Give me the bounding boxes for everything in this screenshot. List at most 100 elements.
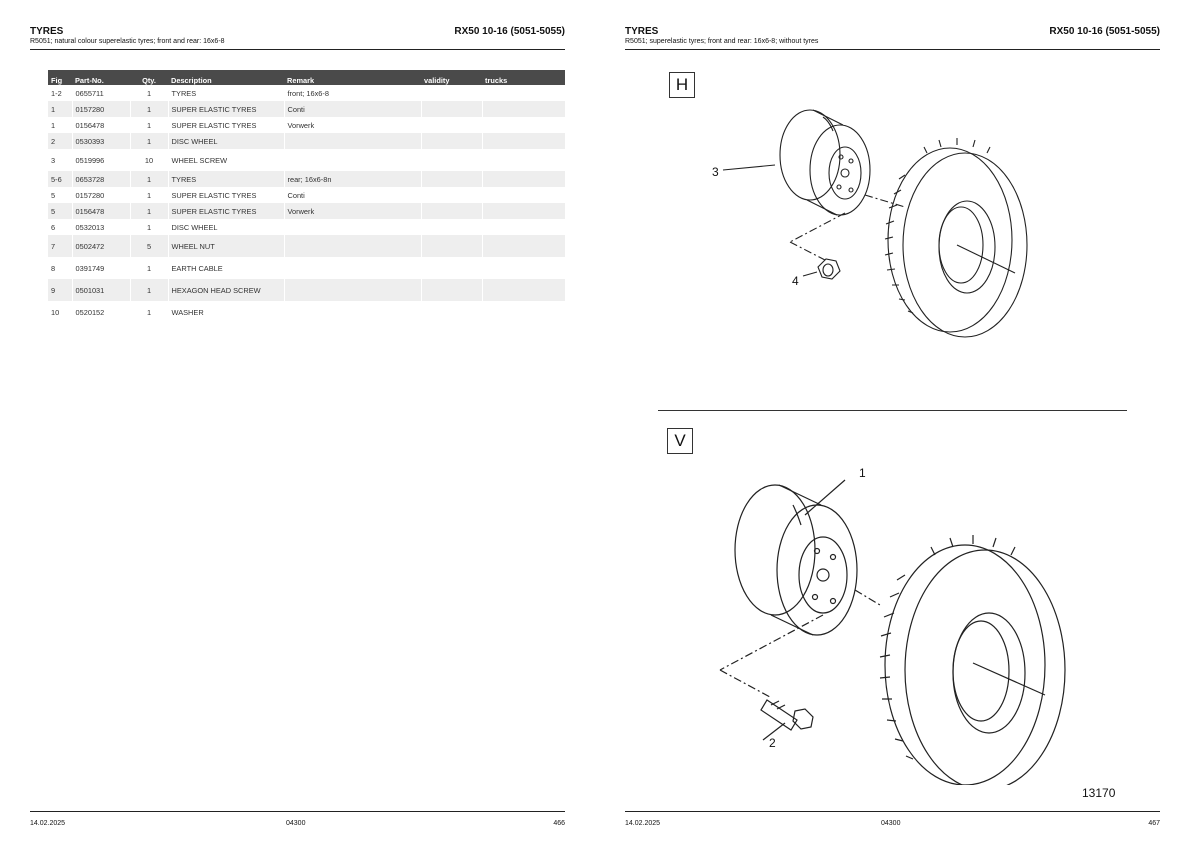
callout-4: 4 <box>792 274 799 288</box>
alignment-lines-v <box>719 589 881 698</box>
hexagon-screw-v <box>760 699 814 731</box>
cell-remark: Vorwerk <box>284 117 422 133</box>
cell-validity <box>421 187 483 203</box>
cell-trucks <box>482 257 566 279</box>
cell-qty: 1 <box>130 85 169 101</box>
cell-part-no: 0653728 <box>72 171 131 187</box>
header-rule <box>625 49 1160 50</box>
cell-remark <box>284 301 422 323</box>
footer-page-number: 466 <box>553 820 565 827</box>
col-description: Description <box>168 70 284 85</box>
col-qty: Qty. <box>130 70 168 85</box>
footer-rule <box>625 811 1160 812</box>
footer-date: 14.02.2025 <box>30 820 66 827</box>
cell-remark: Conti <box>284 187 422 203</box>
cell-trucks <box>482 203 566 219</box>
cell-validity <box>421 235 483 257</box>
drawing-number: 13170 <box>1082 786 1116 800</box>
cell-fig: 5 <box>48 187 73 203</box>
cell-description: TYRES <box>168 85 285 101</box>
tyre-h <box>884 138 1028 338</box>
cell-remark <box>284 149 422 171</box>
cell-part-no: 0156478 <box>72 203 131 219</box>
cell-qty: 1 <box>130 101 169 117</box>
cell-fig: 2 <box>48 133 73 149</box>
cell-description: WASHER <box>168 301 285 323</box>
footer-rule <box>30 811 565 812</box>
table-header-row: Fig Part-No. Qty. Description Remark val… <box>48 70 565 85</box>
cell-trucks <box>482 279 566 301</box>
cell-fig: 7 <box>48 235 73 257</box>
figure-divider <box>658 410 1127 411</box>
cell-trucks <box>482 117 566 133</box>
cell-fig: 10 <box>48 301 73 323</box>
cell-validity <box>421 203 483 219</box>
model-label: RX50 10-16 (5051-5055) <box>1049 26 1160 37</box>
cell-qty: 1 <box>130 257 169 279</box>
disc-wheel-h <box>779 109 871 216</box>
cell-validity <box>421 133 483 149</box>
cell-remark: rear; 16x6-8n <box>284 171 422 187</box>
cell-fig: 9 <box>48 279 73 301</box>
cell-description: DISC WHEEL <box>168 133 285 149</box>
cell-qty: 1 <box>130 171 169 187</box>
header-rule <box>30 49 565 50</box>
cell-validity <box>421 301 483 323</box>
cell-qty: 10 <box>130 149 169 171</box>
cell-description: TYRES <box>168 171 285 187</box>
cell-trucks <box>482 219 566 235</box>
cell-fig: 6 <box>48 219 73 235</box>
cell-part-no: 0391749 <box>72 257 131 279</box>
cell-qty: 1 <box>130 301 169 323</box>
callout-1: 1 <box>859 466 866 480</box>
cell-part-no: 0655711 <box>72 85 131 101</box>
cell-fig: 5-6 <box>48 171 73 187</box>
cell-trucks <box>482 187 566 203</box>
cell-description: SUPER ELASTIC TYRES <box>168 203 285 219</box>
col-validity: validity <box>421 70 482 85</box>
cell-validity <box>421 117 483 133</box>
cell-trucks <box>482 235 566 257</box>
tyre-v <box>879 535 1066 785</box>
cell-remark: front; 16x6-8 <box>284 85 422 101</box>
cell-remark: Vorwerk <box>284 203 422 219</box>
page-title: TYRES <box>625 26 659 37</box>
cell-qty: 1 <box>130 133 169 149</box>
page-subtitle: R5051; superelastic tyres; front and rea… <box>625 38 819 45</box>
cell-validity <box>421 257 483 279</box>
cell-description: WHEEL SCREW <box>168 149 285 171</box>
cell-description: EARTH CABLE <box>168 257 285 279</box>
figure-label-h: H <box>669 72 695 98</box>
cell-validity <box>421 171 483 187</box>
wheel-nut-h <box>817 258 841 280</box>
cell-trucks <box>482 171 566 187</box>
footer-page-number: 467 <box>1148 820 1160 827</box>
cell-part-no: 0157280 <box>72 187 131 203</box>
col-remark: Remark <box>284 70 421 85</box>
cell-description: SUPER ELASTIC TYRES <box>168 187 285 203</box>
cell-trucks <box>482 149 566 171</box>
cell-part-no: 0156478 <box>72 117 131 133</box>
cell-remark <box>284 219 422 235</box>
col-part-no: Part-No. <box>72 70 130 85</box>
cell-fig: 1 <box>48 101 73 117</box>
cell-description: WHEEL NUT <box>168 235 285 257</box>
footer-code: 04300 <box>286 820 306 827</box>
cell-qty: 1 <box>130 187 169 203</box>
cell-remark <box>284 279 422 301</box>
cell-trucks <box>482 133 566 149</box>
parts-table: Fig Part-No. Qty. Description Remark val… <box>48 70 566 323</box>
cell-trucks <box>482 101 566 117</box>
cell-part-no: 0519996 <box>72 149 131 171</box>
page-subtitle: R5051; natural colour superelastic tyres… <box>30 38 225 45</box>
figure-label-v: V <box>667 428 693 454</box>
col-fig: Fig <box>48 70 72 85</box>
